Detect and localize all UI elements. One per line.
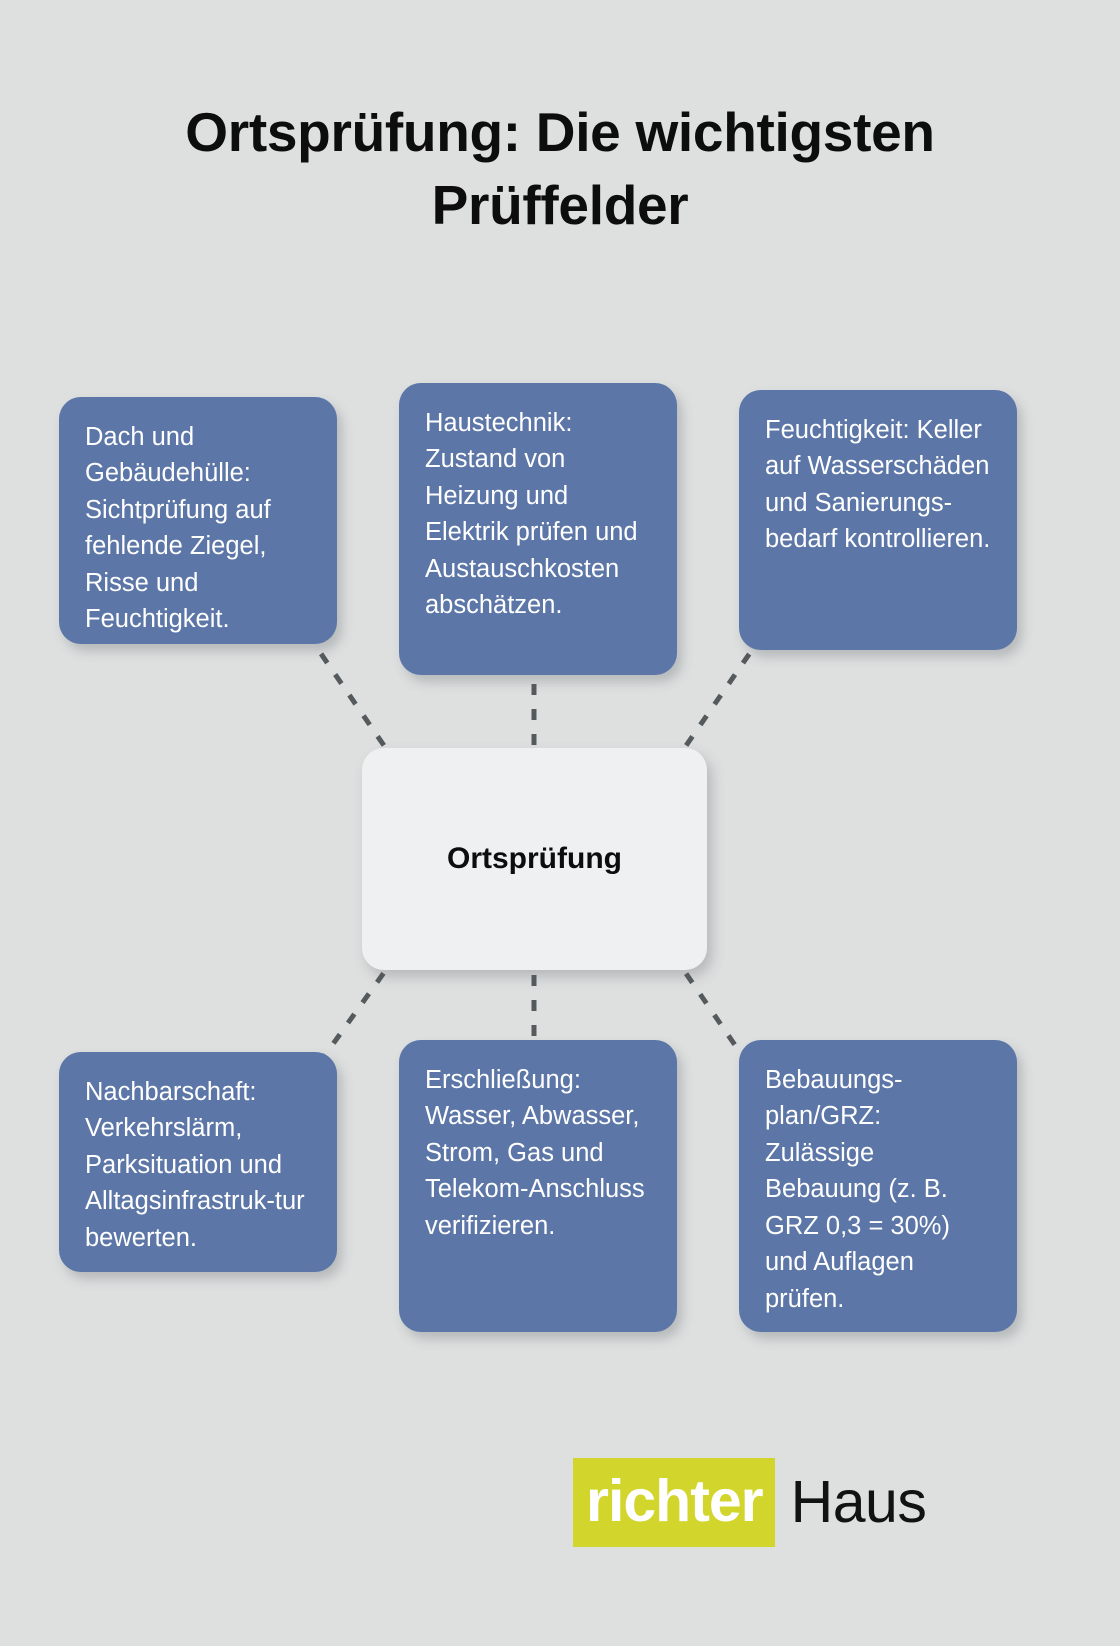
node-feuchtigkeit-text: Feuchtigkeit: Keller auf Wasserschäden u… [765,416,991,554]
richter-haus-logo: richter Haus [573,1457,927,1547]
logo-word-haus: Haus [790,1468,927,1535]
node-haustechnik[interactable]: Haustechnik: Zustand von Heizung und Ele… [399,383,677,675]
logo-mark-richter: richter [573,1457,775,1547]
page-title: Ortsprüfung: Die wichtigsten Prüffelder [185,101,935,236]
node-erschliessung-text: Erschließung: Wasser, Abwasser, Strom, G… [425,1066,645,1240]
node-bebauungsplan-grz[interactable]: Bebauungs-plan/GRZ: Zulässige Bebauung (… [739,1040,1017,1332]
node-dach-text: Dach und Gebäudehülle: Sichtprüfung auf … [85,423,271,634]
node-haustechnik-text: Haustechnik: Zustand von Heizung und Ele… [425,409,638,620]
node-feuchtigkeit[interactable]: Feuchtigkeit: Keller auf Wasserschäden u… [739,390,1017,650]
node-bebauungsplan-text: Bebauungs-plan/GRZ: Zulässige Bebauung (… [765,1066,950,1313]
node-nachbarschaft-text: Nachbarschaft: Verkehrslärm, Parksituati… [85,1078,305,1252]
node-erschliessung[interactable]: Erschließung: Wasser, Abwasser, Strom, G… [399,1040,677,1332]
node-center-ortspruefung[interactable]: Ortsprüfung [362,748,707,970]
node-nachbarschaft[interactable]: Nachbarschaft: Verkehrslärm, Parksituati… [59,1052,337,1272]
center-label: Ortsprüfung [447,842,622,875]
node-dach-und-gebaeudehuelle[interactable]: Dach und Gebäudehülle: Sichtprüfung auf … [59,397,337,644]
